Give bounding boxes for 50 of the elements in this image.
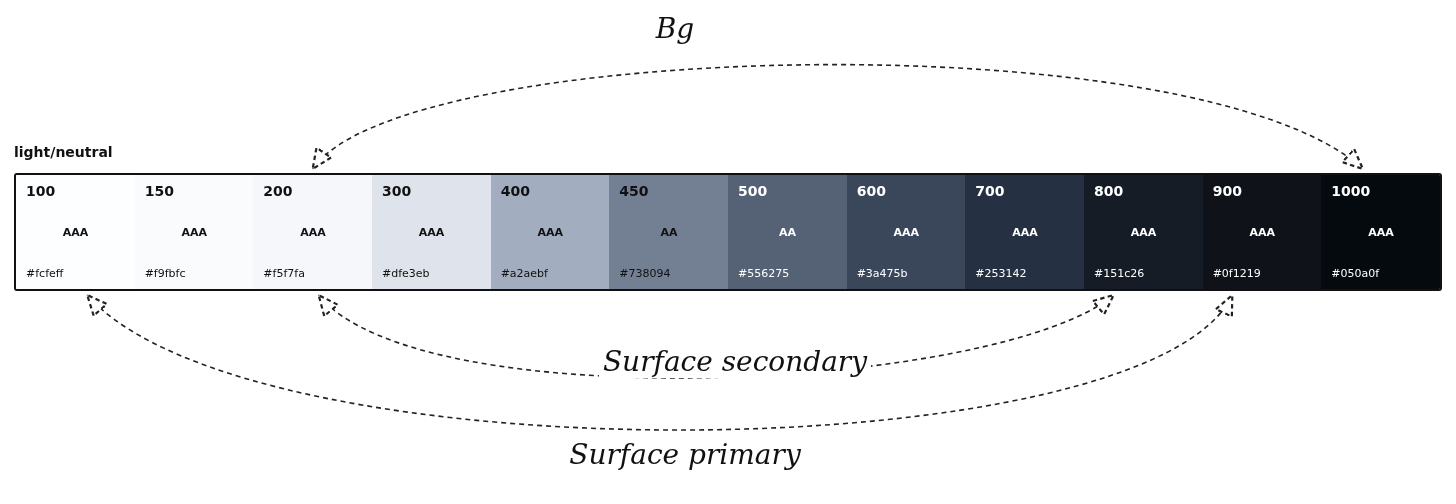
contrast-rating: AAA	[418, 226, 445, 239]
step-number: 600	[856, 183, 886, 199]
step-number: 800	[1094, 183, 1124, 199]
contrast-rating: AAA	[1249, 226, 1275, 239]
color-swatch	[372, 175, 492, 289]
color-swatch	[609, 175, 729, 289]
hex-code: #a2aebf	[500, 267, 548, 280]
hex-code: #fcfeff	[26, 267, 64, 280]
hex-code: #253142	[975, 267, 1027, 280]
hex-code: #050a0f	[1331, 267, 1380, 280]
step-number: 900	[1212, 183, 1242, 199]
hex-code: #738094	[619, 267, 671, 280]
color-swatch	[1321, 175, 1440, 289]
color-swatch	[846, 175, 966, 289]
curved-arrow	[317, 293, 1115, 379]
step-number: 450	[619, 183, 649, 199]
step-number: 300	[382, 183, 412, 199]
contrast-rating: AAA	[1368, 226, 1394, 239]
hex-code: #dfe3eb	[382, 267, 430, 280]
color-swatch	[728, 175, 848, 289]
contrast-rating: AAA	[893, 226, 919, 239]
color-swatch	[490, 175, 610, 289]
step-number: 200	[263, 183, 293, 199]
hex-code: #151c26	[1094, 267, 1145, 280]
curved-arrow	[86, 293, 1234, 431]
contrast-rating: AAA	[1130, 226, 1157, 239]
hex-code: #f9fbfc	[144, 267, 186, 280]
contrast-rating: AAA	[537, 226, 563, 239]
contrast-rating: AAA	[181, 226, 207, 239]
contrast-rating: AAA	[62, 226, 89, 239]
step-number: 150	[144, 183, 174, 199]
curved-arrow	[311, 63, 1364, 171]
hex-code: #0f1219	[1212, 267, 1261, 280]
hex-code: #556275	[738, 267, 790, 280]
step-number: 500	[738, 183, 768, 199]
hex-code: #3a475b	[856, 267, 908, 280]
palette-heading: light/neutral	[14, 144, 113, 160]
hex-code: #f5f7fa	[263, 267, 305, 280]
color-swatch	[965, 175, 1085, 289]
color-swatch	[134, 175, 254, 289]
contrast-rating: AAA	[300, 226, 326, 239]
contrast-rating: AAA	[1012, 226, 1038, 239]
step-number: 1000	[1331, 183, 1371, 199]
step-number: 100	[26, 183, 56, 199]
contrast-rating: AA	[779, 226, 797, 239]
step-number: 700	[975, 183, 1005, 199]
step-number: 400	[500, 183, 530, 199]
color-swatch	[1084, 175, 1204, 289]
color-swatch	[253, 175, 373, 289]
contrast-rating: AA	[660, 226, 678, 239]
